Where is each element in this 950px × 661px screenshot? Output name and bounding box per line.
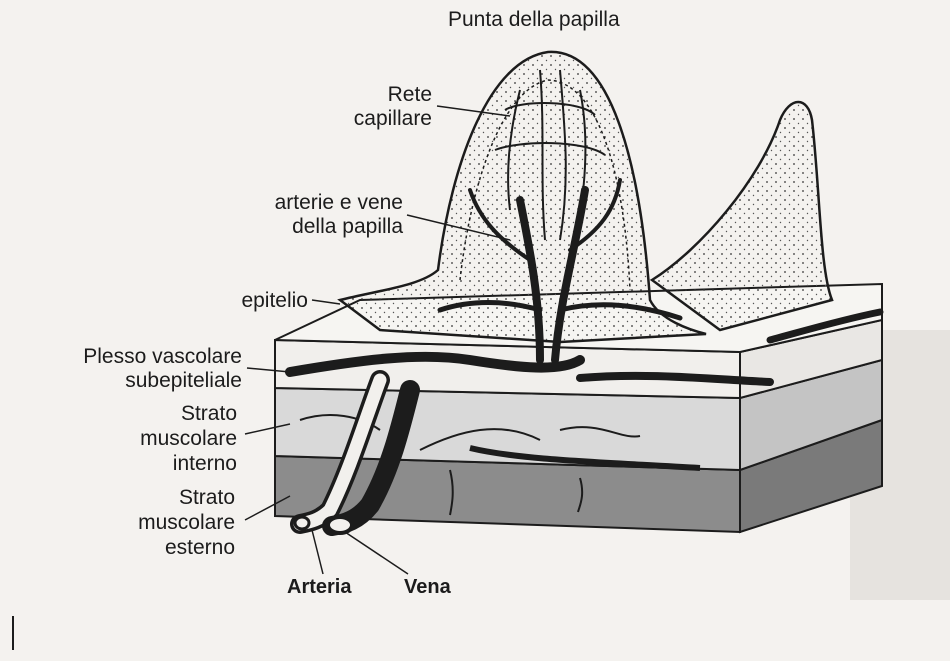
artery-cross-section [295, 517, 309, 529]
small-papilla [652, 102, 832, 330]
label-outer-muscle-2: muscolare [100, 511, 235, 535]
label-artery: Arteria [287, 575, 351, 599]
label-outer-muscle-1: Strato [100, 486, 235, 510]
label-inner-muscle-2: muscolare [100, 427, 237, 451]
label-capillary-network-2: capillare [330, 107, 432, 131]
label-capillary-network-1: Rete [330, 83, 432, 107]
label-papilla-vessels-2: della papilla [200, 215, 403, 239]
label-epithelium: epitelio [200, 289, 308, 313]
vein-cross-section [328, 517, 352, 533]
label-outer-muscle-3: esterno [100, 536, 235, 560]
label-inner-muscle-1: Strato [100, 402, 237, 426]
label-papilla-vessels-1: arterie e vene [200, 191, 403, 215]
label-plexus-2: subepiteliale [20, 369, 242, 393]
label-vein: Vena [404, 575, 451, 599]
label-plexus-1: Plesso vascolare [20, 345, 242, 369]
label-papilla-tip: Punta della papilla [448, 8, 620, 32]
scan-cursor-mark [12, 616, 14, 650]
label-inner-muscle-3: interno [100, 452, 237, 476]
